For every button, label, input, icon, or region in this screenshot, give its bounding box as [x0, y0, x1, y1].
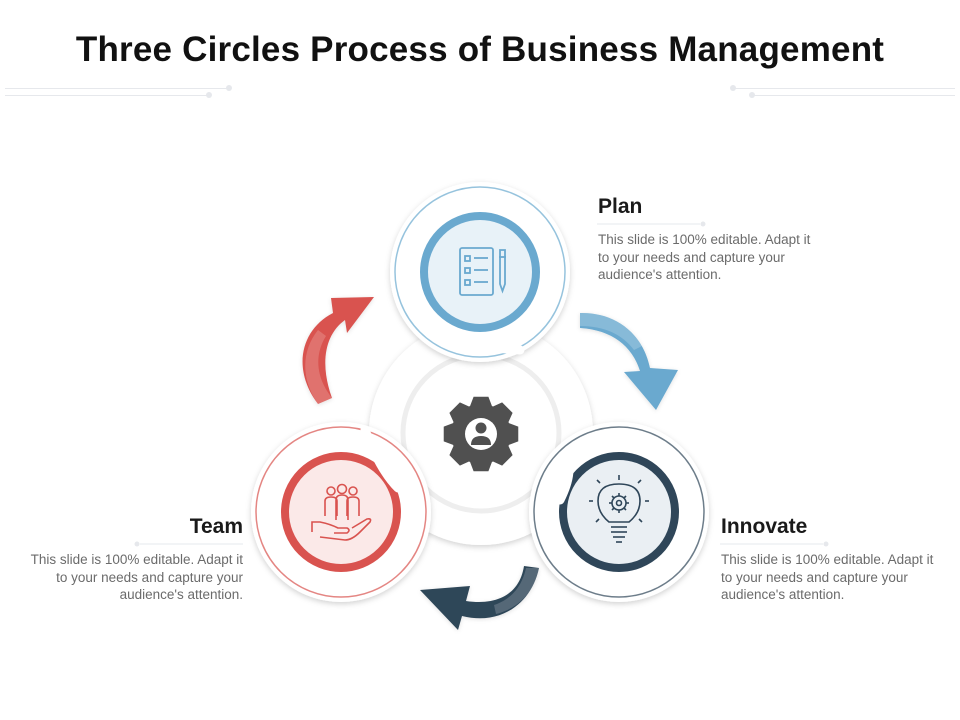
innovate-heading: Innovate — [721, 515, 808, 538]
divider-right-2 — [752, 95, 955, 96]
divider-right — [733, 88, 955, 89]
team-description: This slide is 100% editable. Adapt it to… — [30, 552, 243, 602]
divider-dot — [749, 92, 755, 98]
arrow-team-to-plan — [302, 297, 374, 404]
divider-left — [5, 88, 230, 89]
plan-heading: Plan — [598, 195, 643, 218]
plan-circle — [390, 182, 570, 362]
team-hand-icon — [311, 483, 372, 541]
plan-description: This slide is 100% editable. Adapt it to… — [598, 232, 811, 282]
gear-person-icon — [443, 396, 519, 472]
divider-left-2 — [5, 95, 210, 96]
team-heading: Team — [189, 515, 243, 538]
page-title: Three Circles Process of Business Manage… — [75, 30, 885, 69]
innovate-description: This slide is 100% editable. Adapt it to… — [721, 552, 934, 602]
divider-dot — [226, 85, 232, 91]
ring-gaps — [360, 330, 574, 505]
arrow-innovate-to-team — [420, 566, 539, 630]
divider-dot — [206, 92, 212, 98]
arrow-plan-to-innovate — [580, 312, 678, 410]
divider-dot — [730, 85, 736, 91]
lightbulb-gear-icon — [589, 475, 649, 543]
innovate-circle — [529, 422, 709, 602]
checklist-pen-icon — [459, 247, 506, 296]
team-circle — [251, 422, 431, 602]
